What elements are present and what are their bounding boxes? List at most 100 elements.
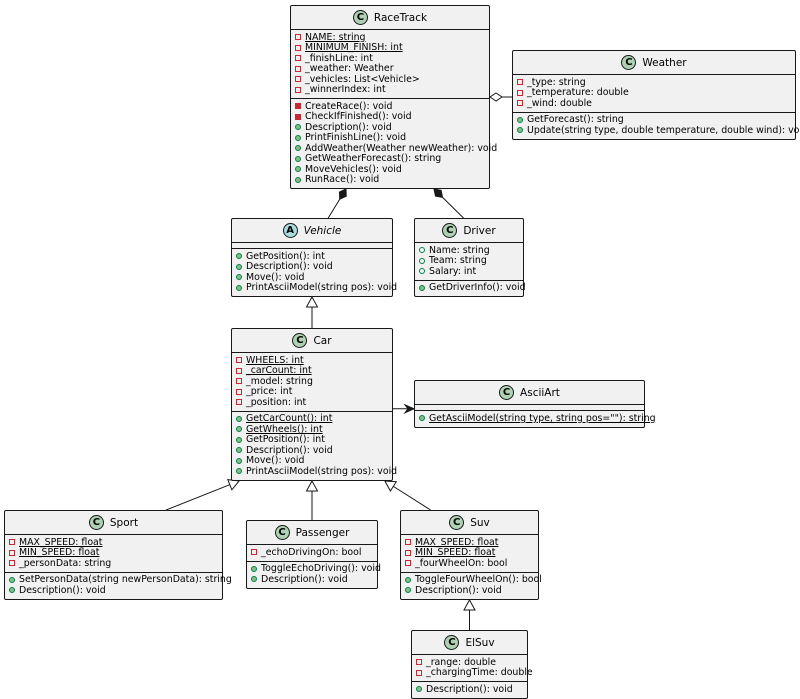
member-text: SetPersonData(string newPersonData): str… <box>19 574 232 586</box>
member-text: Move(): void <box>246 455 305 467</box>
member-text: _echoDrivingOn: bool <box>261 546 362 558</box>
member-text: PrintFinishLine(): void <box>305 132 407 144</box>
class-member: Description(): void <box>295 122 485 133</box>
class-member: WHEELS: int <box>236 355 388 366</box>
aggregation-diamond <box>489 92 503 102</box>
class-member: _position: int <box>236 397 388 408</box>
class-member: GetDriverInfo(): void <box>419 282 526 293</box>
class-member: CreateRace(): void <box>295 101 485 112</box>
private-visibility-icon <box>295 86 301 93</box>
private-visibility-icon <box>295 76 301 83</box>
class-member: Description(): void <box>236 445 388 456</box>
member-text: ToggleEchoDriving(): void <box>261 563 381 575</box>
class-member: GetPosition(): int <box>236 434 388 445</box>
class-member: Description(): void <box>251 574 373 585</box>
class-member: _wind: double <box>517 98 791 109</box>
public-visibility-icon <box>236 447 242 454</box>
class-member: MIN_SPEED: float <box>9 547 218 558</box>
private-visibility-icon <box>251 549 257 556</box>
class-member: MINIMUM_FINISH: int <box>295 42 485 54</box>
dependency-arrowhead <box>403 403 416 415</box>
public-visibility-icon <box>416 686 422 693</box>
relation-line <box>327 198 341 219</box>
member-text: GetAsciiModel(string type, string pos=""… <box>429 412 656 424</box>
class-member: ToggleEchoDriving(): void <box>251 563 381 574</box>
class-member: _price: int <box>236 386 388 397</box>
fields-section <box>232 242 392 248</box>
public-visibility-icon <box>517 127 523 134</box>
class-icon: C <box>444 635 460 650</box>
inheritance-arrowhead <box>305 295 319 308</box>
abstract-class-icon: A <box>282 223 298 238</box>
public-visibility-icon <box>251 565 257 572</box>
private-visibility-icon <box>236 357 242 364</box>
private-visibility-icon <box>295 103 301 110</box>
private-visibility-icon <box>295 65 301 72</box>
member-text: _fourWheelOn: bool <box>415 557 508 569</box>
member-text: Update(string type, double temperature, … <box>527 124 800 136</box>
class-member: MAX_SPEED: float <box>9 537 218 548</box>
class-name: AsciiArt <box>520 386 560 399</box>
class-member: Name: string <box>419 245 519 256</box>
fields-section: WHEELS: int_carCount: int_model: string_… <box>232 352 392 411</box>
public-visibility-icon <box>295 155 301 162</box>
member-text: _temperature: double <box>527 87 629 99</box>
class-member: _personData: string <box>9 558 218 569</box>
member-text: MIN_SPEED: float <box>415 547 496 559</box>
private-visibility-icon <box>416 659 422 666</box>
member-text: CreateRace(): void <box>305 100 393 112</box>
private-visibility-icon <box>236 367 242 374</box>
class-member: SetPersonData(string newPersonData): str… <box>9 574 232 585</box>
member-text: Salary: int <box>429 265 477 277</box>
class-member: Description(): void <box>416 684 523 695</box>
class-member: PrintAsciiModel(string pos): void <box>236 466 397 477</box>
member-text: AddWeather(Weather newWeather): void <box>305 142 498 154</box>
public-visibility-icon <box>236 457 242 464</box>
public-visibility-icon <box>405 576 411 583</box>
private-visibility-icon <box>405 539 411 546</box>
class-member: MAX_SPEED: float <box>405 537 534 548</box>
class-name: Passenger <box>295 526 350 539</box>
public-visibility-icon <box>419 257 425 264</box>
private-visibility-icon <box>517 100 523 107</box>
member-text: GetWheels(): int <box>246 423 323 435</box>
private-visibility-icon <box>9 549 15 556</box>
public-visibility-icon <box>405 587 411 594</box>
class-name: Weather <box>642 56 687 69</box>
class-member: GetCarCount(): int <box>236 413 388 424</box>
member-text: _personData: string <box>19 557 112 569</box>
class-member: _weather: Weather <box>295 63 485 74</box>
class-icon: C <box>274 525 290 540</box>
private-visibility-icon <box>517 79 523 86</box>
member-text: _type: string <box>527 76 586 88</box>
member-text: MINIMUM_FINISH: int <box>305 42 403 54</box>
member-text: Name: string <box>429 244 490 256</box>
member-text: WHEELS: int <box>246 354 304 366</box>
fields-section: _type: string_temperature: double_wind: … <box>513 74 795 112</box>
public-visibility-icon <box>419 268 425 275</box>
class-icon: C <box>499 385 515 400</box>
private-visibility-icon <box>236 399 242 406</box>
class-member: PrintAsciiModel(string pos): void <box>236 282 397 293</box>
class-member: CheckIfFinished(): void <box>295 111 485 122</box>
public-visibility-icon <box>517 116 523 123</box>
member-text: GetForecast(): string <box>527 114 624 126</box>
class-member: GetPosition(): int <box>236 251 388 262</box>
class-member: _finishLine: int <box>295 53 485 64</box>
member-text: MoveVehicles(): void <box>305 163 402 175</box>
class-icon: C <box>88 515 104 530</box>
class-member: _echoDrivingOn: bool <box>251 547 373 558</box>
class-member: Description(): void <box>405 585 534 596</box>
